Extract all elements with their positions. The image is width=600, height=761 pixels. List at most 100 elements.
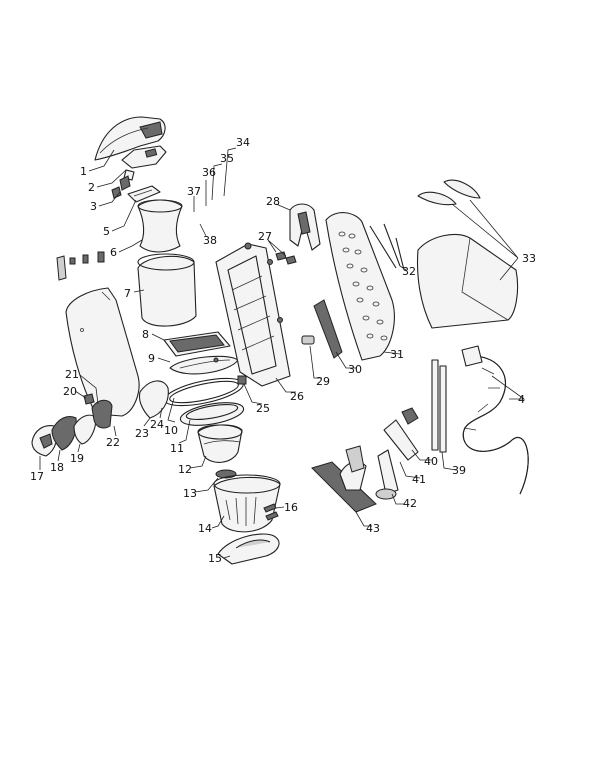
callout-17: 17 (30, 470, 44, 483)
callout-14: 14 (198, 522, 212, 535)
callout-43: 43 (366, 522, 380, 535)
part-clips (111, 175, 131, 199)
part-dust-bin (137, 253, 197, 327)
part-seal-ring (179, 402, 245, 426)
callout-22: 22 (106, 436, 120, 449)
callout-16: 16 (284, 501, 298, 514)
callout-35: 35 (220, 152, 234, 165)
callout-5: 5 (103, 225, 110, 238)
callout-41: 41 (412, 473, 426, 486)
leader-14 (211, 515, 225, 529)
part-switch (121, 145, 167, 181)
part-tube-40 (439, 365, 447, 453)
part-floor-nozzle (311, 445, 377, 513)
part-cover-19 (73, 414, 97, 445)
leader-20 (74, 390, 87, 399)
callout-20: 20 (63, 385, 77, 398)
leader-26 (275, 377, 296, 393)
leader-7 (133, 289, 145, 293)
callout-23: 23 (135, 427, 149, 440)
leader-24 (159, 407, 163, 419)
callout-36: 36 (202, 166, 216, 179)
leader-18 (57, 449, 61, 462)
callout-34: 34 (236, 136, 250, 149)
part-small-nozzle (375, 449, 399, 500)
callout-31: 31 (390, 348, 404, 361)
callout-40: 40 (424, 455, 438, 468)
callout-38: 38 (203, 234, 217, 247)
part-foam-filter (169, 355, 239, 375)
leader-32 (399, 265, 407, 271)
leader-12 (189, 455, 207, 469)
leader-30 (335, 351, 356, 369)
callout-13: 13 (183, 487, 197, 500)
callout-30: 30 (348, 363, 362, 376)
callout-25: 25 (256, 402, 270, 415)
leader-2 (96, 169, 127, 188)
callout-numbers: 1 2 3 4 5 6 7 8 9 10 11 12 13 14 15 16 1… (30, 136, 536, 565)
part-main-body (65, 287, 140, 417)
leader-10 (167, 397, 176, 423)
leader-22 (113, 425, 117, 437)
callout-32: 32 (402, 265, 416, 278)
leader-40 (411, 449, 432, 461)
callout-19: 19 (70, 452, 84, 465)
part-hose (461, 345, 529, 495)
part-plug-29 (301, 335, 315, 345)
part-spring-30 (313, 299, 343, 359)
leader-13 (194, 477, 219, 493)
part-grille-21 (91, 399, 113, 429)
leader-11 (178, 419, 191, 444)
part-straps (417, 179, 481, 206)
leader-38 (199, 223, 207, 237)
callout-27: 27 (258, 230, 272, 243)
part-lower-bin (213, 474, 281, 533)
leader-16 (275, 506, 285, 509)
part-cyclone-cone (197, 424, 243, 463)
callout-12: 12 (178, 463, 192, 476)
part-handle-cover (94, 116, 166, 161)
leader-28 (275, 203, 291, 211)
callout-21: 21 (65, 368, 79, 381)
callout-33: 33 (522, 252, 536, 265)
callout-9: 9 (148, 352, 155, 365)
leader-39 (441, 451, 457, 471)
callout-11: 11 (170, 442, 184, 455)
part-funnel (137, 199, 183, 253)
part-filter-frame (163, 331, 231, 357)
callout-4: 4 (518, 393, 525, 406)
part-pins-32 (369, 223, 405, 271)
callout-18: 18 (50, 461, 64, 474)
part-perforated-panel (325, 212, 395, 361)
part-connectors (56, 251, 105, 281)
part-shell-cover (138, 380, 169, 419)
callout-37: 37 (187, 185, 201, 198)
callout-42: 42 (403, 497, 417, 510)
leader-6 (118, 239, 143, 253)
leader-42 (391, 493, 404, 505)
callout-7: 7 (124, 287, 131, 300)
part-grille-18 (51, 416, 77, 451)
leader-35 (211, 163, 223, 201)
part-small-clip-20 (83, 393, 95, 405)
part-brush-tool (383, 407, 419, 461)
leader-5 (111, 199, 137, 232)
leader-43 (355, 511, 372, 527)
part-motor-housing (215, 242, 291, 387)
leader-lines (39, 147, 526, 559)
part-tube-39 (431, 359, 439, 451)
leader-8 (151, 333, 165, 341)
leader-27 (267, 239, 287, 257)
part-small-25 (237, 375, 247, 385)
callout-3: 3 (90, 200, 97, 213)
part-bottom-lid (217, 533, 280, 565)
callout-39: 39 (452, 464, 466, 477)
leader-19 (77, 443, 81, 453)
leader-3 (98, 191, 121, 207)
callout-1: 1 (80, 165, 87, 178)
leader-31 (383, 351, 401, 355)
callout-28: 28 (266, 195, 280, 208)
callout-2: 2 (88, 181, 95, 194)
leader-9 (157, 357, 171, 363)
leader-29 (309, 345, 322, 379)
